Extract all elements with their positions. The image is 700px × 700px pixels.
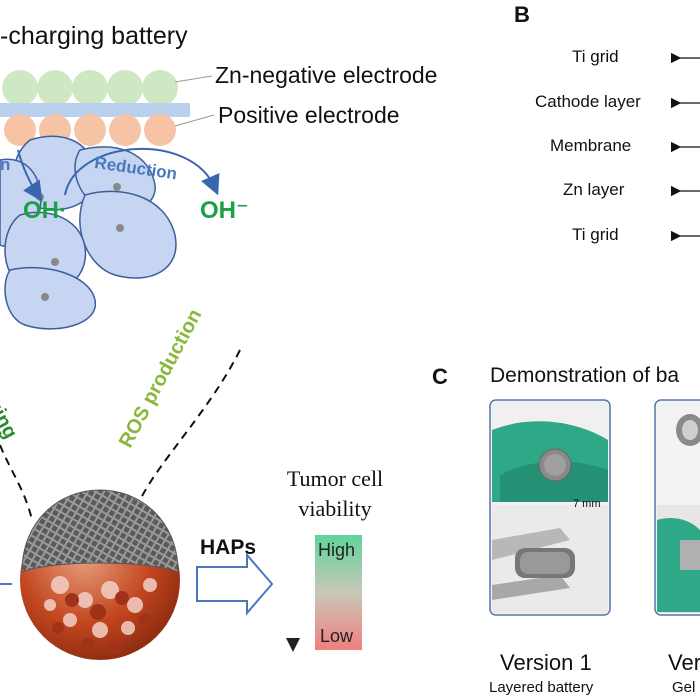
zn-leader-line bbox=[174, 75, 213, 83]
version2-label: Ver bbox=[668, 650, 700, 675]
layer-label-cathode: Cathode layer bbox=[535, 92, 641, 111]
oxidation-arrow bbox=[17, 149, 43, 202]
oxidation-label-fragment: n bbox=[0, 155, 11, 174]
zn-layer bbox=[2, 70, 178, 106]
panel-b-letter: B bbox=[514, 2, 530, 27]
oh-radical-label: OH· bbox=[23, 197, 67, 224]
positive-electrode-label: Positive electrode bbox=[218, 102, 400, 128]
hydrogel-sphere-icon bbox=[20, 489, 180, 660]
viability-low-label: Low bbox=[320, 626, 354, 646]
version1-photo-top bbox=[492, 402, 608, 515]
zn-negative-electrode-label: Zn-negative electrode bbox=[215, 62, 438, 88]
panel-b-arrows bbox=[670, 52, 700, 242]
panel-a-title: -charging battery bbox=[0, 22, 188, 50]
version1-sublabel: Layered battery bbox=[489, 679, 594, 696]
haps-label: HAPs bbox=[200, 536, 257, 559]
positive-leader-line bbox=[174, 114, 215, 127]
scale-bar-label: 7 mm bbox=[573, 498, 601, 510]
panel-c-title: Demonstration of ba bbox=[490, 364, 680, 387]
layer-label-membrane: Membrane bbox=[550, 136, 632, 155]
version1-photo-bottom bbox=[492, 505, 608, 613]
dashed-curve-left bbox=[0, 444, 33, 521]
reduction-arrow bbox=[64, 147, 220, 196]
viability-high-label: High bbox=[318, 540, 356, 560]
version2-sublabel: Gel bbox=[672, 679, 696, 696]
viability-bar bbox=[315, 535, 362, 650]
oh-ion-label: OH⁻ bbox=[200, 197, 249, 224]
version2-photo bbox=[657, 402, 700, 613]
layer-label-zn: Zn layer bbox=[563, 180, 625, 199]
layer-label-ti-grid-top: Ti grid bbox=[572, 47, 619, 66]
version1-label: Version 1 bbox=[500, 650, 592, 675]
viability-arrowhead bbox=[286, 638, 300, 652]
dashed-curve-right bbox=[139, 349, 241, 501]
tumor-viability-title: Tumor cell viability bbox=[286, 466, 384, 521]
panel-c-letter: C bbox=[432, 364, 448, 389]
layer-label-ti-grid-bottom: Ti grid bbox=[572, 225, 619, 244]
separator-layer bbox=[0, 103, 190, 117]
haps-arrow-icon bbox=[196, 552, 274, 616]
